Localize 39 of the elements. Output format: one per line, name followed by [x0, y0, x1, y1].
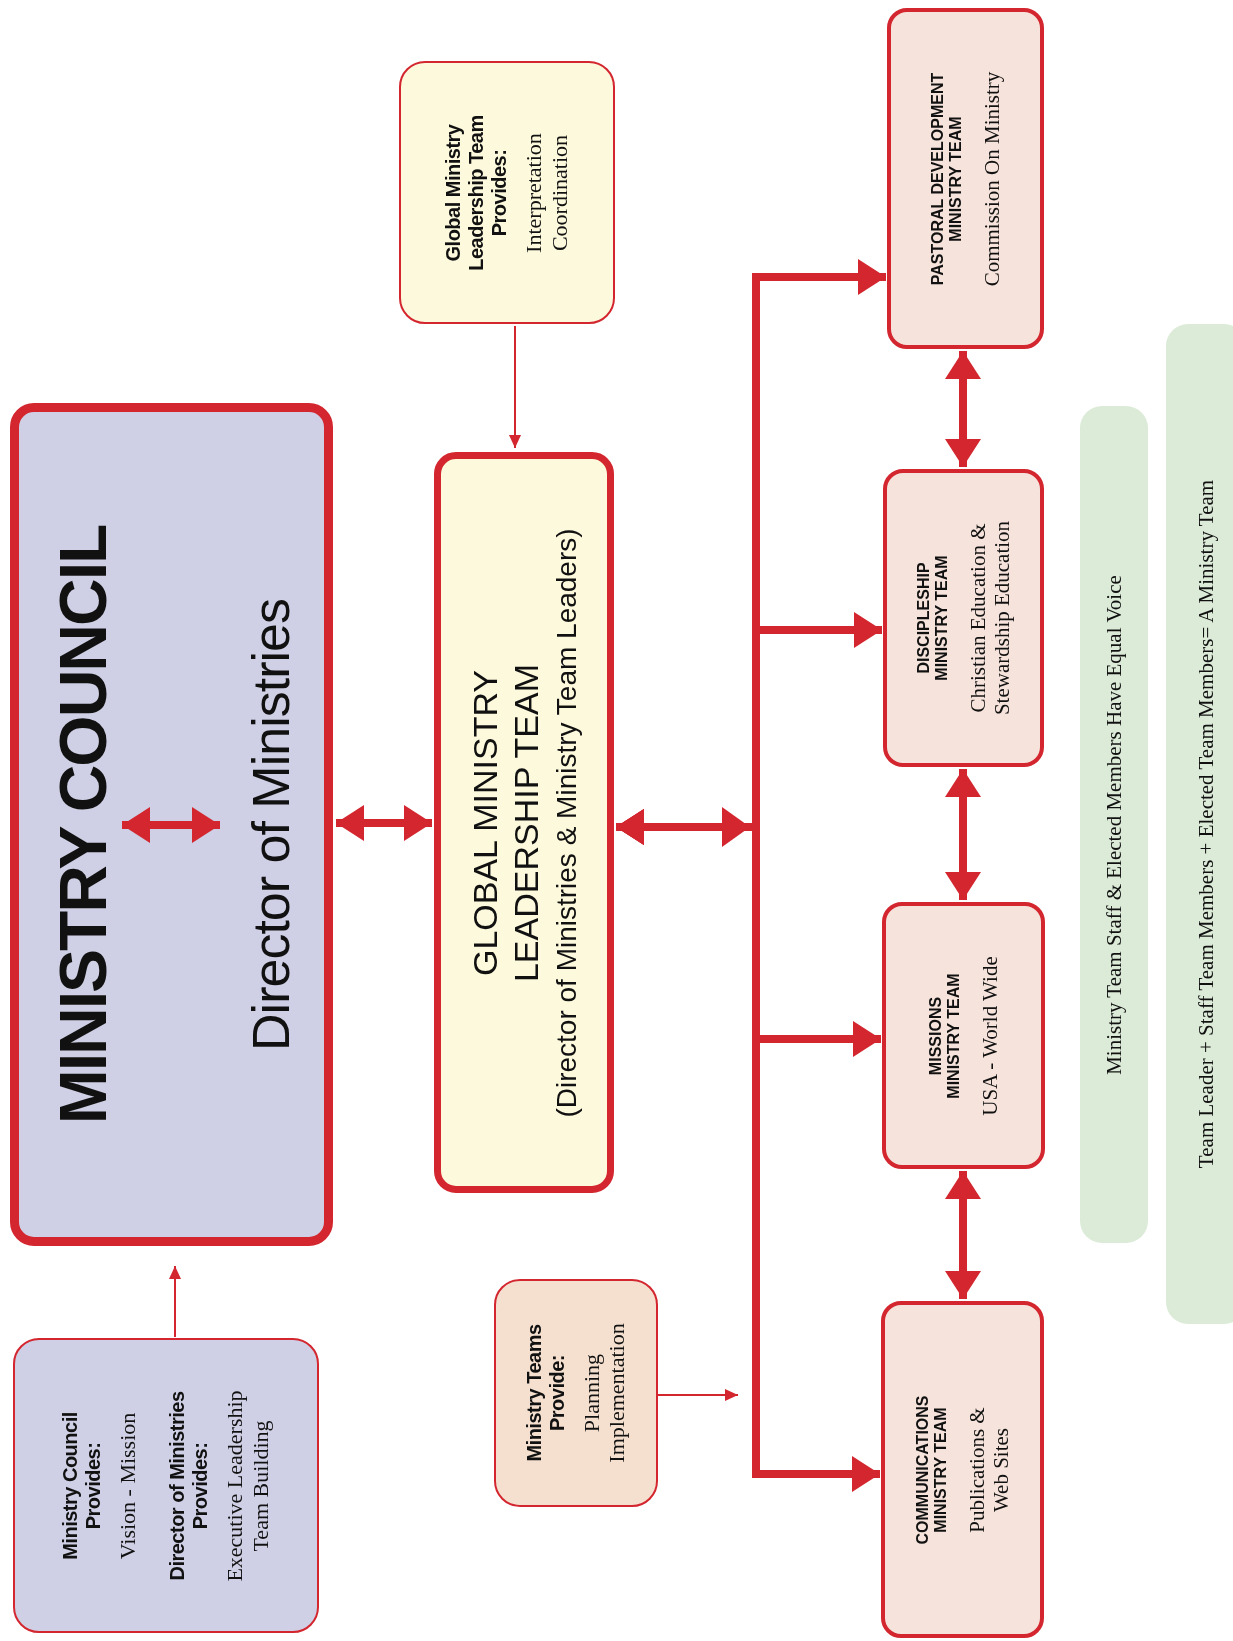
council-box: [10, 403, 333, 1246]
box-text: Vision - Mission: [115, 1412, 141, 1559]
box-heading: PASTORAL DEVELOPMENT MINISTRY TEAM: [928, 71, 965, 287]
note-band: [1080, 406, 1148, 1243]
box-text: Commission On Ministry: [978, 71, 1003, 286]
provides-box: [13, 1338, 319, 1633]
arrow: [169, 1265, 181, 1338]
box-text: (Director of Ministries & Ministry Team Leaders): [550, 527, 583, 1118]
box-heading: Director of Ministries Provides:: [166, 1390, 213, 1583]
provides-box: [399, 61, 615, 324]
double-arrow: [945, 1171, 981, 1299]
box-heading: Ministry Teams Provide:: [522, 1323, 569, 1463]
arrow: [509, 325, 521, 449]
box-heading: MINISTRY COUNCIL: [43, 525, 120, 1124]
box-heading: Ministry Team Staff & Elected Members Have Equal Voice: [1101, 574, 1127, 1075]
box-heading: DISCIPLESHIP MINISTRY TEAM: [913, 554, 951, 683]
box-text: Christian Education & Stewardship Education: [964, 519, 1014, 718]
box-text: Planning Implementation: [578, 1323, 630, 1463]
provides-box: [494, 1279, 658, 1507]
box-text: Interpretation Coordination: [521, 131, 572, 255]
box-heading: MISSIONS MINISTRY TEAM: [926, 971, 963, 1101]
box-text: USA - World Wide: [976, 955, 1001, 1116]
box-text: Director of Ministries: [239, 598, 300, 1051]
box-heading: Global Ministry Leadership Team Provides:: [442, 113, 512, 273]
box-text: Executive Leadership Team Building: [222, 1388, 273, 1584]
note-band: [1166, 324, 1233, 1324]
box-heading: COMMUNICATIONS MINISTRY TEAM: [912, 1394, 950, 1546]
box-text: Publications & Web Sites: [963, 1405, 1013, 1535]
double-arrow: [945, 769, 981, 900]
box-heading: Ministry Council Provides:: [59, 1410, 106, 1562]
arrow: [657, 1389, 739, 1401]
double-arrow: [945, 351, 981, 467]
box-heading: GLOBAL MINISTRY LEADERSHIP TEAM: [465, 662, 546, 983]
team-box: [882, 902, 1045, 1169]
team-box: [881, 1301, 1044, 1638]
leadership-team-box: [434, 452, 614, 1193]
team-box: [883, 469, 1044, 767]
box-heading: Team Leader + Staff Team Members + Elected Team Members= A Ministry Team: [1193, 479, 1219, 1169]
team-box: [887, 8, 1044, 349]
